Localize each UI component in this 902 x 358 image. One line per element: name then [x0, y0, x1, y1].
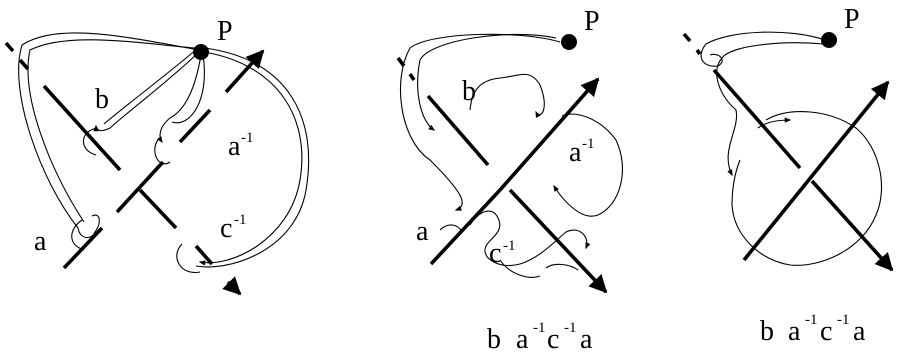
- basepoint-p-dot: [193, 44, 209, 60]
- label-c-inverse-exponent: -1: [503, 238, 516, 254]
- loops-panel-1: [18, 32, 310, 273]
- basepoint-p-dot: [561, 34, 577, 50]
- caption-a: a: [788, 316, 801, 347]
- panel-1: P b a -1 c -1 a: [4, 16, 310, 296]
- basepoint-p-label: P: [844, 4, 860, 35]
- caption-c-exponent: -1: [837, 312, 850, 328]
- basepoint-p-label: P: [584, 6, 600, 37]
- label-c-inverse-base: c: [489, 238, 501, 269]
- label-c-inverse-exponent: -1: [234, 212, 247, 228]
- label-a-inverse-exponent: -1: [241, 130, 254, 146]
- panel-2: P b a -1 c -1 a: [396, 6, 623, 294]
- label-a-inverse-base: a: [228, 131, 241, 162]
- caption-a-exponent: -1: [805, 312, 818, 328]
- caption-b: b: [487, 324, 501, 355]
- label-b: b: [95, 84, 109, 115]
- loops-panel-2: [399, 33, 623, 278]
- label-a-inverse-base: a: [569, 137, 582, 168]
- caption-c-exponent: -1: [564, 320, 577, 336]
- label-a-inverse-exponent: -1: [582, 136, 595, 152]
- caption-a: a: [516, 324, 529, 355]
- label-a: a: [34, 226, 47, 257]
- knot-strand-descending: [4, 41, 242, 296]
- caption-b: b: [760, 316, 774, 347]
- loops-panel-3: [700, 31, 882, 266]
- label-b: b: [462, 76, 476, 107]
- caption-a-exponent: -1: [533, 320, 546, 336]
- caption-c: c: [820, 316, 832, 347]
- knot-strand-ascending: [62, 49, 265, 270]
- caption-c: c: [547, 324, 559, 355]
- label-c-inverse-base: c: [220, 213, 232, 244]
- knot-strand-ascending: [742, 80, 890, 262]
- label-a: a: [416, 216, 429, 247]
- basepoint-p-dot: [821, 32, 837, 48]
- knot-strand-ascending: [429, 77, 600, 266]
- caption-panel-2: b a -1 c -1 a: [487, 320, 593, 355]
- knot-strand-descending: [682, 32, 894, 272]
- caption-a-final: a: [580, 324, 593, 355]
- knot-strand-descending: [396, 56, 608, 294]
- caption-panel-3: b a -1 c -1 a: [760, 312, 866, 347]
- basepoint-p-label: P: [217, 16, 233, 47]
- caption-a-final: a: [853, 316, 866, 347]
- panel-3: P: [682, 4, 894, 272]
